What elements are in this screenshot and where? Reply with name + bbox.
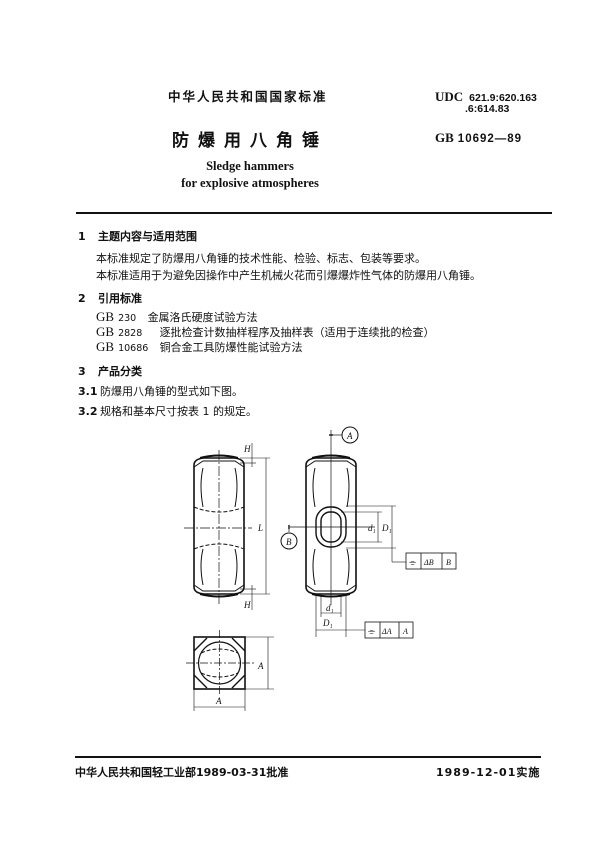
section-title: 主题内容与适用范围 <box>98 230 197 243</box>
standard-type: 中华人民共和国国家标准 <box>168 89 328 104</box>
dim-L-label: L <box>257 523 263 533</box>
dim-D1-bottom-label: D₁ <box>322 618 333 628</box>
hammer-technical-drawing: L H H A B d₁ <box>184 426 457 711</box>
tolerance-frame-A: ⌯ ΔA A <box>364 621 414 639</box>
end-view: A A <box>186 630 274 711</box>
document-title-cn: 防爆用八角锤 <box>172 131 328 151</box>
side-view: A B d₁ D₁ ⌯ ΔB B d₁ D₁ <box>280 426 457 639</box>
udc-label: UDC <box>435 89 464 104</box>
dim-H-top-label: H <box>243 444 251 454</box>
svg-text:B: B <box>446 558 451 567</box>
section-1-para-2: 本标准适用于为避免因操作中产生机械火花而引爆爆炸性气体的防爆用八角锤。 <box>96 269 481 282</box>
symmetry-icon: ⌯ <box>368 626 376 636</box>
dim-d1-bottom-label: d₁ <box>326 603 334 613</box>
section-1-para-1: 本标准规定了防爆用八角锤的技术性能、检验、标志、包装等要求。 <box>96 252 426 265</box>
gb-label: GB <box>435 130 454 145</box>
datum-B-label: B <box>286 537 292 547</box>
dim-H-bottom-label: H <box>243 600 251 610</box>
section-3-heading: 3 产品分类 <box>78 363 142 379</box>
section-title: 产品分类 <box>98 365 142 378</box>
document-title-en: Sledge hammers for explosive atmospheres <box>180 158 320 192</box>
svg-text:ΔB: ΔB <box>423 558 434 567</box>
section-number: 3 <box>78 365 86 378</box>
section-number: 2 <box>78 292 86 305</box>
front-view: L H H <box>184 443 270 610</box>
datum-A-label: A <box>346 431 353 441</box>
header-divider <box>76 212 552 214</box>
dim-A-side-label: A <box>257 661 264 671</box>
svg-text:ΔA: ΔA <box>381 627 392 636</box>
title-en-line2: for explosive atmospheres <box>181 176 319 190</box>
udc-code: UDC 621.9:620.163 <box>435 89 537 105</box>
tolerance-frame-B: ⌯ ΔB B <box>405 552 457 570</box>
dim-A-bottom-label: A <box>215 696 222 706</box>
effective-date: 1989-12-01实施 <box>436 766 541 779</box>
footer-divider <box>75 756 541 758</box>
svg-text:A: A <box>402 627 408 636</box>
gb-number-value: 10692—89 <box>457 133 523 145</box>
section-number: 1 <box>78 230 86 243</box>
section-2-heading: 2 引用标准 <box>78 290 142 306</box>
dim-D1-label: D₁ <box>381 523 392 533</box>
udc-line2: .6:614.83 <box>465 103 510 115</box>
udc-line1: 621.9:620.163 <box>469 92 537 104</box>
title-en-line1: Sledge hammers <box>206 159 294 173</box>
approval-text: 中华人民共和国轻工业部1989-03-31批准 <box>75 766 289 779</box>
section-title: 引用标准 <box>98 292 142 305</box>
symmetry-icon: ⌯ <box>409 557 417 567</box>
section-1-heading: 1 主题内容与适用范围 <box>78 228 197 244</box>
dim-d1-label: d₁ <box>368 523 376 533</box>
